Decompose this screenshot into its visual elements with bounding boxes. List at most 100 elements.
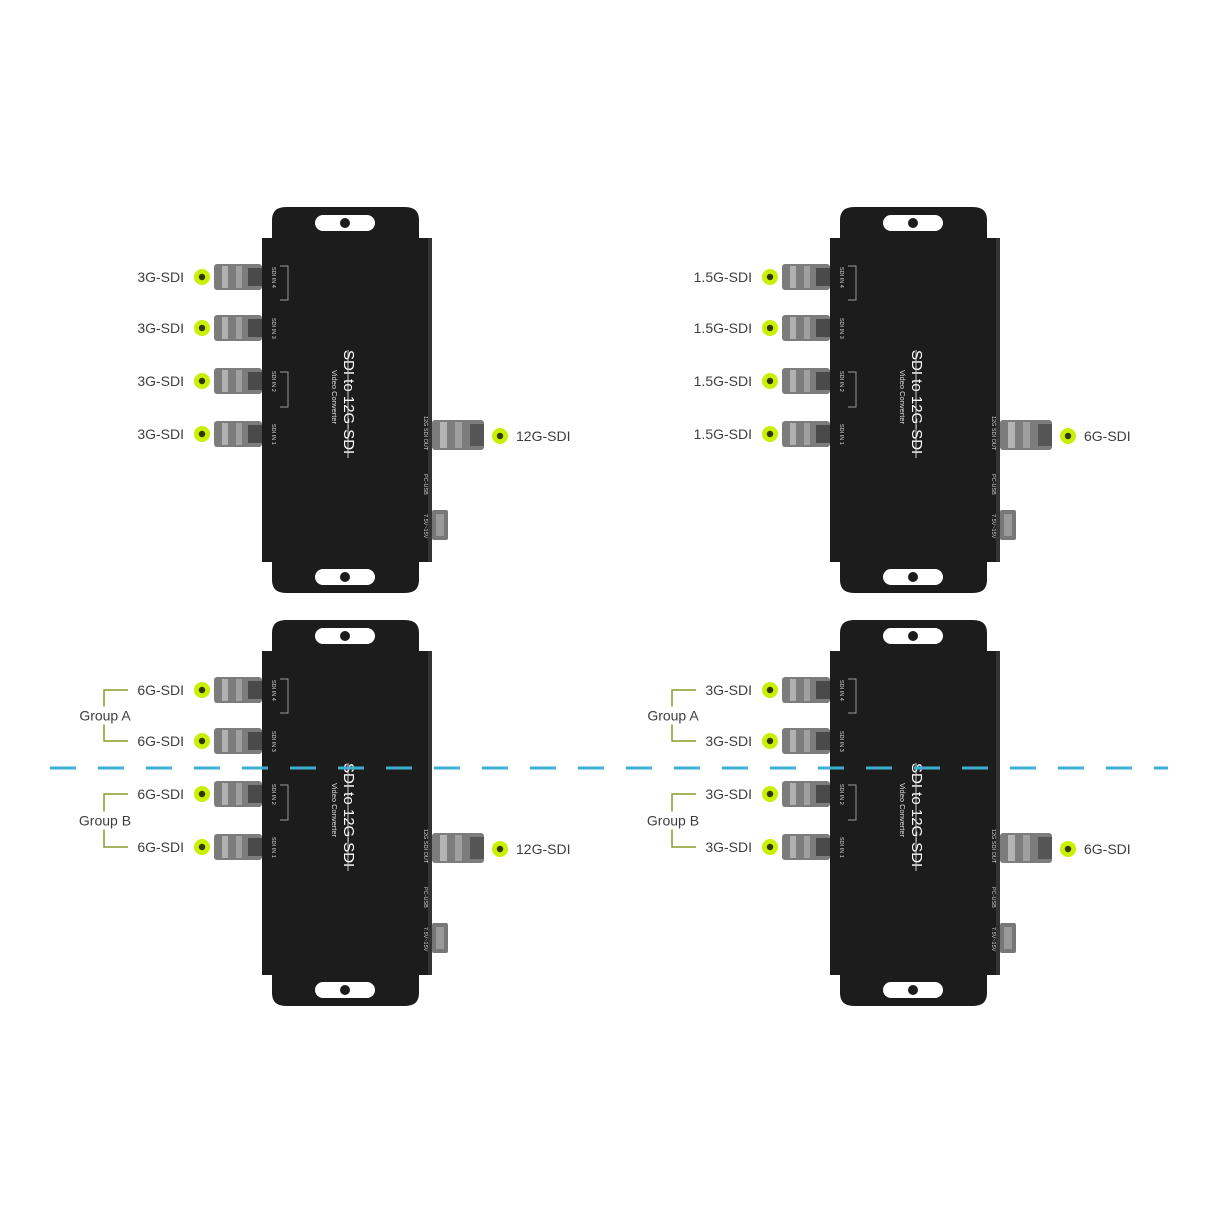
bnc-nut: [248, 319, 262, 337]
output-signal-label: 12G-SDI: [516, 428, 570, 444]
input-indicator-core: [766, 324, 774, 332]
bnc-ring: [236, 266, 242, 288]
bnc-ring: [440, 835, 447, 861]
bnc-ring: [222, 266, 228, 288]
input-indicator-core: [198, 430, 206, 438]
port-label: 7.5V~15V: [422, 514, 428, 539]
device-subtitle: Video Converter: [330, 783, 339, 838]
screw-icon: [908, 631, 918, 641]
input-indicator-core: [198, 737, 206, 745]
bnc-ring: [236, 423, 242, 445]
converter-panel: 3G-SDI SDI IN 4 3G-SDI SDI IN 3 3G-SDI SDI IN…: [643, 620, 1131, 1006]
device-subtitle: Video Converter: [898, 370, 907, 425]
device-body: [830, 651, 1000, 975]
port-label: 7.5V~15V: [990, 927, 996, 952]
input-signal-label: 3G-SDI: [137, 426, 184, 442]
input-signal-label: 6G-SDI: [137, 733, 184, 749]
port-label: SDI IN 4: [838, 680, 844, 701]
port-pair-mark: [280, 678, 289, 714]
group-label-backing: [644, 706, 703, 725]
bnc-nut: [816, 838, 830, 856]
input-indicator-core: [198, 790, 206, 798]
input-signal-label: 1.5G-SDI: [694, 426, 752, 442]
port-label: PC-USB: [422, 474, 428, 495]
power-jack-ring: [436, 514, 444, 536]
bnc-ring: [222, 836, 228, 858]
bnc-nut: [248, 681, 262, 699]
port-label: 12G SDI OUT: [990, 829, 996, 864]
bnc-nut: [248, 785, 262, 803]
port-pair-mark: [848, 678, 857, 714]
device-body: [830, 238, 1000, 562]
group-label-backing: [75, 811, 135, 830]
input-signal-label: 1.5G-SDI: [694, 269, 752, 285]
port-label: SDI IN 3: [838, 318, 844, 339]
bnc-nut: [1038, 424, 1052, 446]
bnc-nut: [816, 425, 830, 443]
input-signal-label: 3G-SDI: [137, 373, 184, 389]
port-label: PC-USB: [990, 474, 996, 495]
input-signal-label: 1.5G-SDI: [694, 373, 752, 389]
input-indicator-core: [766, 790, 774, 798]
input-signal-label: 3G-SDI: [705, 786, 752, 802]
input-indicator-core: [198, 377, 206, 385]
input-signal-label: 3G-SDI: [705, 682, 752, 698]
input-signal-label: 1.5G-SDI: [694, 320, 752, 336]
port-label: SDI IN 2: [270, 784, 276, 805]
power-jack-ring: [1004, 514, 1012, 536]
input-signal-label: 3G-SDI: [137, 320, 184, 336]
port-label: SDI IN 3: [270, 731, 276, 752]
port-label: SDI IN 1: [838, 837, 844, 858]
bnc-nut: [816, 372, 830, 390]
output-indicator-core: [496, 845, 504, 853]
input-signal-label: 6G-SDI: [137, 786, 184, 802]
port-label: 12G SDI OUT: [990, 416, 996, 451]
screw-icon: [340, 985, 350, 995]
port-label: PC-USB: [422, 887, 428, 908]
bnc-ring: [236, 730, 242, 752]
bnc-ring: [790, 783, 796, 805]
port-label: SDI IN 1: [838, 424, 844, 445]
input-indicator-core: [766, 686, 774, 694]
input-indicator-core: [766, 843, 774, 851]
screw-icon: [908, 218, 918, 228]
bnc-ring: [222, 679, 228, 701]
bnc-ring: [790, 266, 796, 288]
bnc-nut: [470, 424, 484, 446]
bnc-ring: [790, 730, 796, 752]
port-pair-mark: [848, 265, 857, 301]
bnc-ring: [804, 317, 810, 339]
group-label: Group A: [647, 708, 699, 724]
bnc-nut: [816, 785, 830, 803]
device-body: [262, 238, 432, 562]
port-label: SDI IN 4: [270, 680, 276, 701]
input-indicator-core: [766, 737, 774, 745]
bnc-ring: [804, 423, 810, 445]
port-label: SDI IN 1: [270, 424, 276, 445]
bnc-ring: [1023, 422, 1030, 448]
bnc-ring: [1023, 835, 1030, 861]
screw-icon: [340, 631, 350, 641]
group-label: Group B: [79, 813, 131, 829]
bnc-nut: [248, 372, 262, 390]
group-label: Group B: [647, 813, 699, 829]
port-label: 7.5V~15V: [990, 514, 996, 539]
output-indicator-core: [1064, 845, 1072, 853]
port-pair-mark: [280, 371, 289, 408]
bnc-ring: [790, 423, 796, 445]
bnc-ring: [1008, 422, 1015, 448]
input-signal-label: 3G-SDI: [705, 733, 752, 749]
bnc-ring: [222, 370, 228, 392]
port-pair-mark: [280, 784, 289, 821]
bnc-ring: [236, 836, 242, 858]
device-side-edge: [428, 651, 432, 975]
bnc-nut: [248, 425, 262, 443]
bnc-nut: [248, 838, 262, 856]
bnc-nut: [816, 681, 830, 699]
screw-icon: [340, 572, 350, 582]
port-label: SDI IN 4: [270, 267, 276, 288]
port-label: SDI IN 3: [838, 731, 844, 752]
bnc-nut: [470, 837, 484, 859]
